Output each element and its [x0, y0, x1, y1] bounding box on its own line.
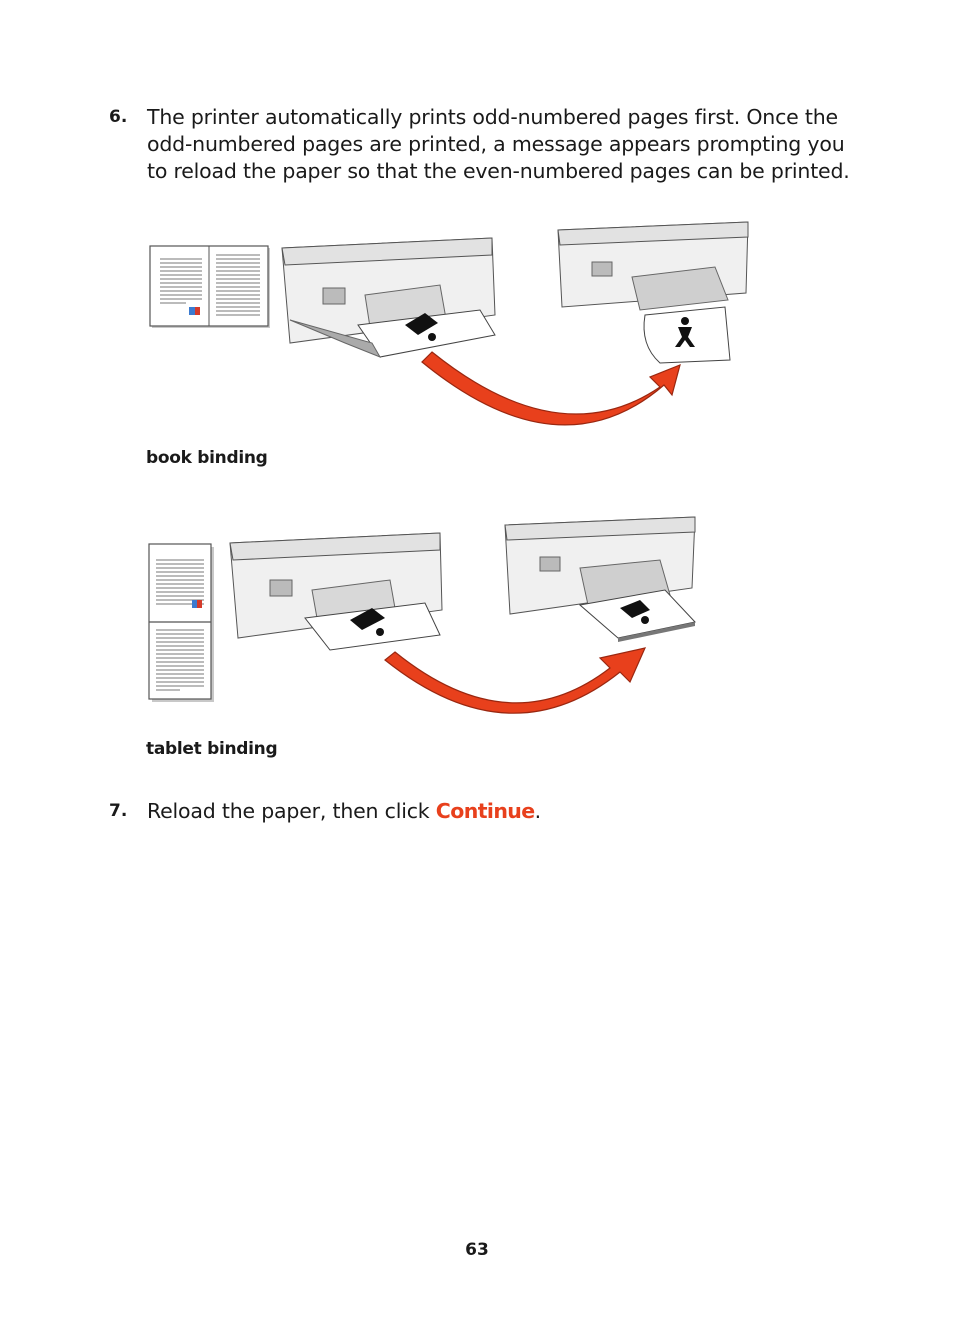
figure-caption: book binding: [146, 448, 268, 468]
book-binding-illustration: [149, 221, 749, 426]
printer-icon: [557, 221, 749, 364]
step-7-text-after: .: [534, 799, 542, 823]
step-6-number: 6.: [109, 107, 128, 127]
notepad-icon: [148, 543, 214, 702]
printer-icon: [504, 516, 696, 642]
continue-link[interactable]: Continue: [435, 799, 535, 823]
printer-icon: [281, 237, 496, 358]
step-6-text: The printer automatically prints odd-num…: [147, 105, 850, 183]
step-7-number: 7.: [109, 801, 128, 821]
page-number: 63: [465, 1240, 489, 1260]
step-7-text-before: Reload the paper, then click: [147, 799, 436, 823]
transfer-arrow: [384, 647, 647, 714]
open-book-icon: [149, 245, 270, 328]
step-7-text: Reload the paper, then click Continue.: [147, 798, 867, 825]
figure-caption: tablet binding: [146, 739, 278, 759]
transfer-arrow: [421, 351, 681, 426]
tablet-binding-illustration: [148, 516, 696, 714]
printer-icon: [229, 532, 443, 651]
